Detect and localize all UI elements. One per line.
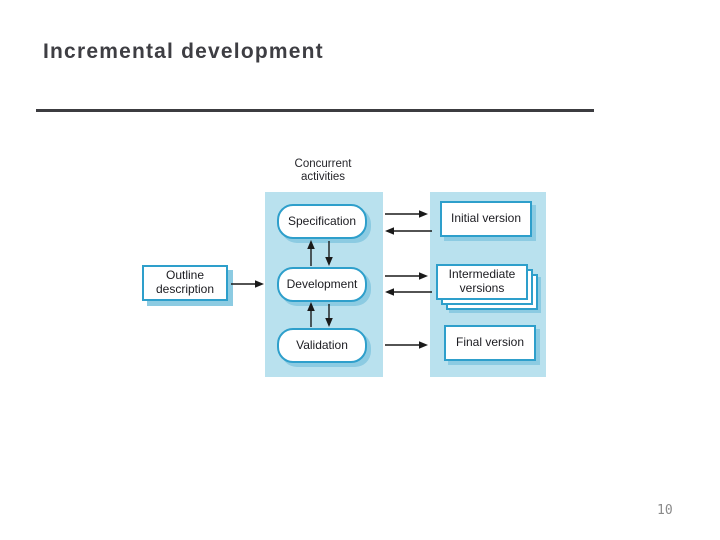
arrow-intermediate-to-development xyxy=(385,288,432,296)
validation-box: Validation xyxy=(277,328,367,363)
intermediate-versions-box: Intermediate versions xyxy=(436,264,528,300)
outline-description-label: Outline description xyxy=(155,268,215,296)
outline-description-box: Outline description xyxy=(142,265,228,301)
development-label: Development xyxy=(286,276,358,291)
initial-version-box: Initial version xyxy=(440,201,532,237)
initial-version-label: Initial version xyxy=(450,211,522,226)
specification-label: Specification xyxy=(287,213,357,228)
concurrent-activities-label: Concurrent activities xyxy=(294,158,352,184)
arrow-outline-to-development xyxy=(231,280,264,288)
arrow-validation-to-final xyxy=(385,341,428,349)
arrow-development-to-intermediate xyxy=(385,272,428,280)
specification-box: Specification xyxy=(277,204,367,239)
arrow-initial-to-specification xyxy=(385,227,432,235)
slide-title: Incremental development xyxy=(43,40,324,63)
page-number: 10 xyxy=(657,503,673,518)
final-version-box: Final version xyxy=(444,325,536,361)
title-underline xyxy=(36,109,594,112)
development-box: Development xyxy=(277,267,367,302)
intermediate-versions-label: Intermediate versions xyxy=(448,267,516,295)
arrow-specification-to-initial xyxy=(385,210,428,218)
validation-label: Validation xyxy=(296,337,348,352)
final-version-label: Final version xyxy=(455,335,525,350)
